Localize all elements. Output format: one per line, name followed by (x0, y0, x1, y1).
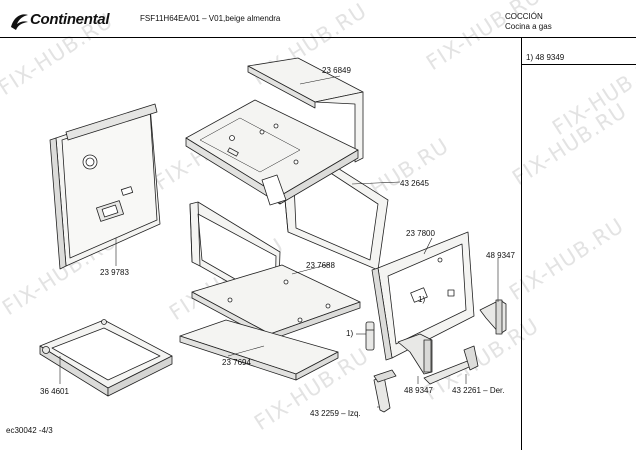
callout-432645: 43 2645 (400, 179, 429, 188)
category-title: COCCIÓN (505, 12, 543, 21)
notes-divider-vertical (521, 37, 522, 450)
callout-432261: 43 2261 – Der. (452, 386, 504, 395)
hinge-right-part (479, 299, 507, 335)
callout-236849: 23 6849 (322, 66, 351, 75)
callout-footnote-lower: 1) (346, 329, 353, 338)
header-divider (0, 37, 636, 38)
hinge-lower-part (397, 333, 433, 375)
callout-239783: 23 9783 (100, 268, 129, 277)
category-subtitle: Cocina a gas (505, 22, 552, 31)
door-rail-left-part (373, 369, 397, 413)
brand-name: Continental (30, 11, 110, 28)
callout-489347-right: 48 9347 (486, 251, 515, 260)
door-rail-right-part (423, 345, 479, 385)
drawer-tray-part (39, 319, 173, 397)
callout-footnote-upper: 1) (418, 295, 425, 304)
cooktop-frame-part (185, 99, 359, 206)
notes-divider-horizontal (521, 64, 636, 65)
callout-237800: 23 7800 (406, 229, 435, 238)
exploded-parts-diagram: 23 6849 43 2645 23 9783 23 7688 23 7800 … (39, 57, 515, 418)
side-panel-part (49, 103, 161, 270)
page-code: ec30042 -4/3 (6, 426, 53, 435)
callout-237694: 23 7694 (222, 358, 251, 367)
callout-489347-lower: 48 9347 (404, 386, 433, 395)
callout-364601: 36 4601 (40, 387, 69, 396)
small-hinge-left-part (365, 321, 375, 351)
watermark-text: FIX-HUB.RU (505, 213, 629, 306)
brand-logo-icon (11, 14, 28, 30)
callout-432259: 43 2259 – Izq. (310, 409, 361, 418)
callout-237688: 23 7688 (306, 261, 335, 270)
model-line: FSF11H64EA/01 – V01,beige almendra (140, 14, 281, 23)
bottom-plate-part (179, 319, 339, 381)
upper-frame-part (282, 159, 389, 271)
oven-door-frame-part (371, 231, 475, 361)
footnote-1: 1) 48 9349 (526, 53, 565, 62)
